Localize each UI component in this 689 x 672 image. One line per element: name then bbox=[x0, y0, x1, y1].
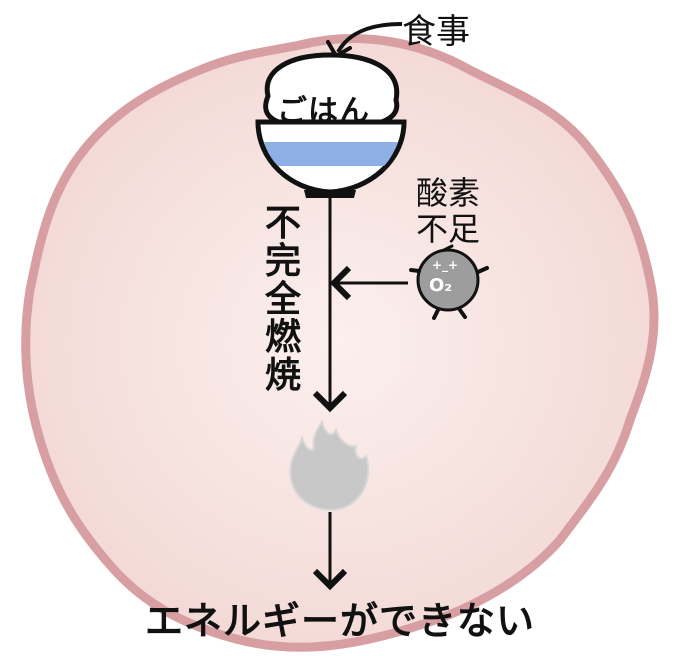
incomplete-combustion-label: 不完全燃焼 bbox=[264, 203, 301, 396]
cell-background bbox=[21, 33, 659, 652]
oxygen-character-icon bbox=[409, 244, 489, 320]
result-label: エネルギーができない bbox=[145, 599, 536, 643]
meal-arrow bbox=[336, 22, 403, 54]
rice-bowl-icon bbox=[255, 52, 407, 198]
meal-label: 食事 bbox=[402, 12, 470, 52]
flame-icon bbox=[289, 419, 370, 512]
oxygen-face-text: +_+ bbox=[432, 258, 459, 272]
oxygen-shortage-label: 酸素不足 bbox=[415, 174, 480, 248]
rice-label: ごはん bbox=[277, 94, 370, 129]
oxygen-o2-text: O₂ bbox=[429, 275, 453, 296]
